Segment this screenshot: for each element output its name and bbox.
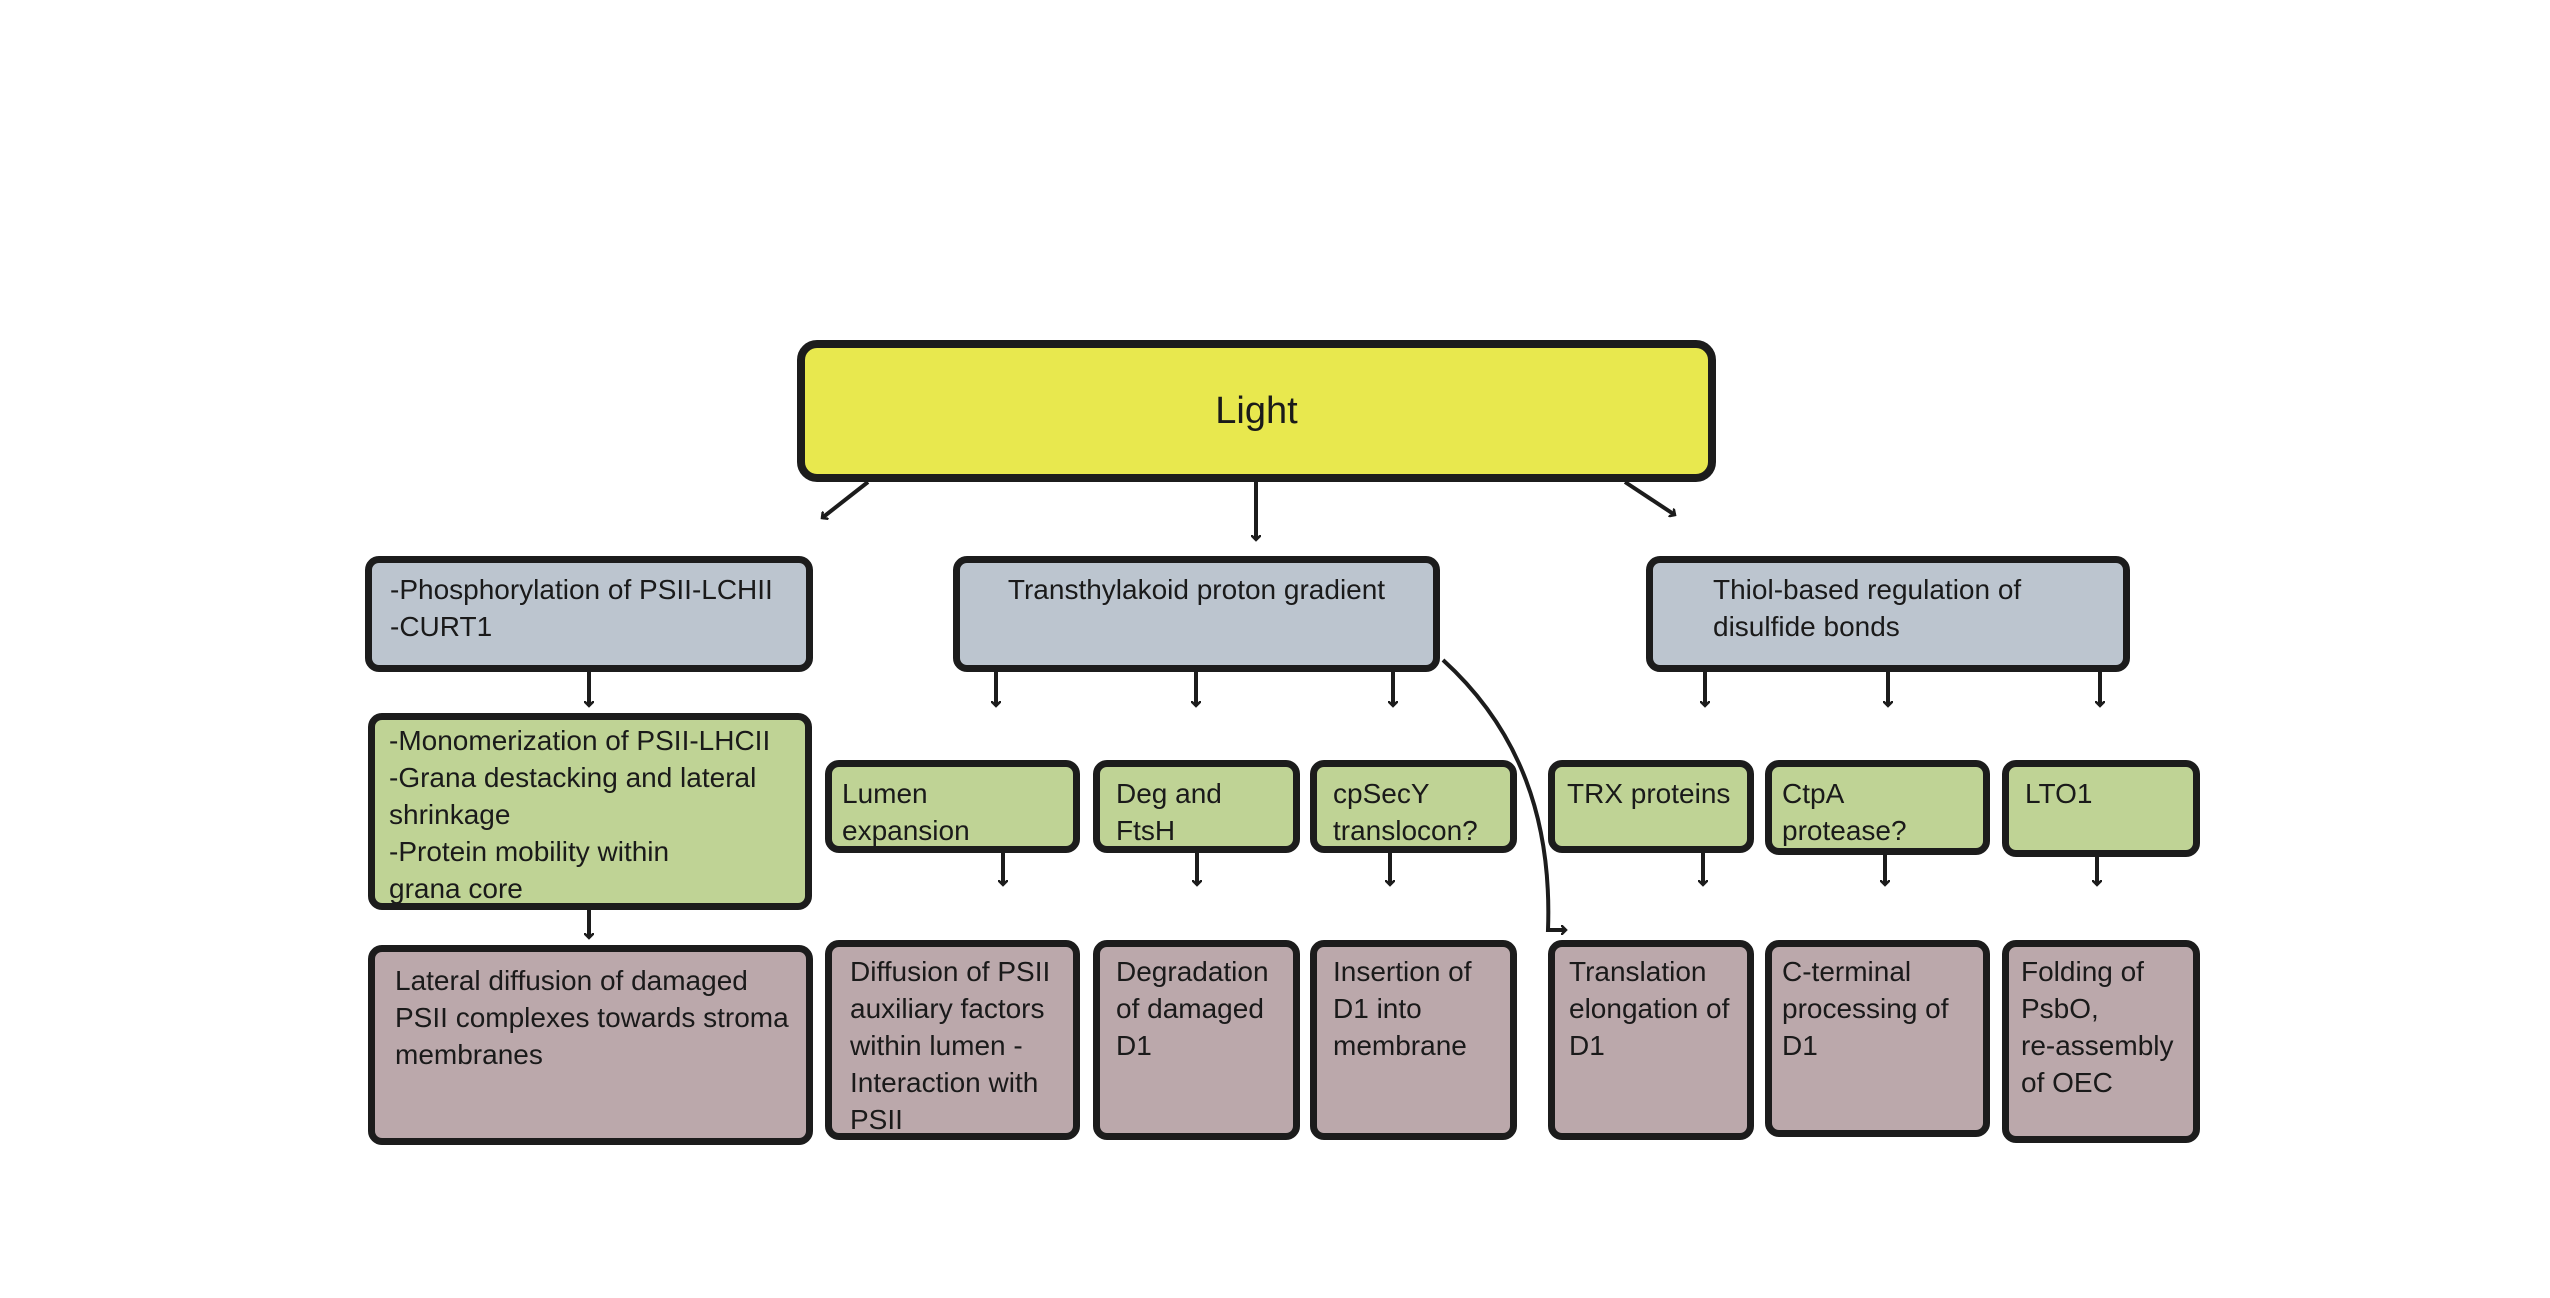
lateral-diffusion-box: Lateral diffusion of damaged PSII comple… <box>368 945 813 1145</box>
translation-elongation-box: Translation elongation of D1 <box>1548 940 1754 1140</box>
ctpa-protease-box: CtpA protease? <box>1765 760 1990 855</box>
proton-gradient-box: Transthylakoid proton gradient <box>953 556 1440 672</box>
diffusion-auxiliary-factors-box: Diffusion of PSII auxiliary factors with… <box>825 940 1080 1140</box>
insertion-d1-box: Insertion of D1 into membrane <box>1310 940 1517 1140</box>
phosphorylation-curt1-box: -Phosphorylation of PSII-LCHII -CURT1 <box>365 556 813 672</box>
cpsecy-translocon-box: cpSecY translocon? <box>1310 760 1517 853</box>
thiol-regulation-box: Thiol-based regulation of disulfide bond… <box>1646 556 2130 672</box>
monomerization-box: -Monomerization of PSII-LHCII -Grana des… <box>368 713 812 910</box>
c-terminal-processing-box: C-terminal processing of D1 <box>1765 940 1990 1137</box>
light-label: Light <box>1215 389 1298 432</box>
trx-proteins-box: TRX proteins <box>1548 760 1754 853</box>
degradation-d1-box: Degradation of damaged D1 <box>1093 940 1300 1140</box>
folding-psbo-box: Folding of PsbO, re-assembly of OEC <box>2002 940 2200 1143</box>
deg-ftsh-proteases-box: Deg and FtsH proteases <box>1093 760 1300 853</box>
light-box: Light <box>797 340 1716 482</box>
lto1-box: LTO1 <box>2002 760 2200 857</box>
arrow-light-to-thiol <box>1623 480 1675 515</box>
arrow-light-to-phosphorylation <box>822 480 870 518</box>
lumen-expansion-box: Lumen expansion <box>825 760 1080 853</box>
